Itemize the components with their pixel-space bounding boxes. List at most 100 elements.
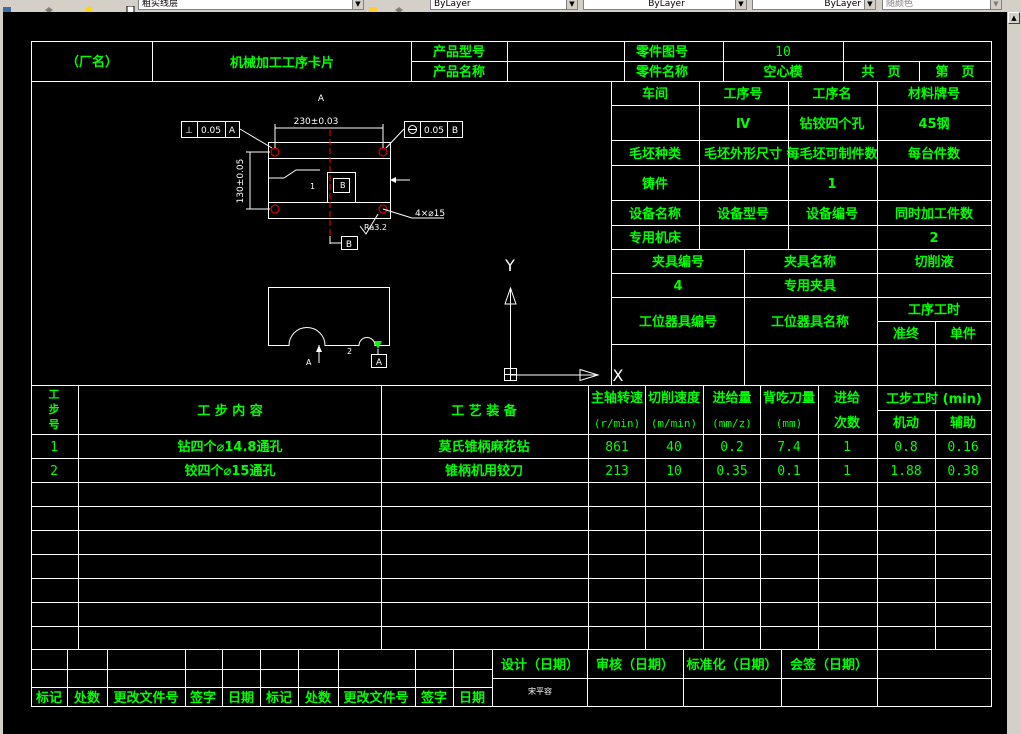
datum-a: A <box>376 358 383 368</box>
part-name: 空心模 <box>763 64 803 80</box>
linetype-dropdown[interactable]: ByLayer ▼ <box>583 0 747 10</box>
card-title: 机械加工工序卡片 <box>230 55 334 71</box>
part-drawing[interactable]: A B 1 230±0.03 130±0.05 ⊥ 0.05 A <box>181 94 463 368</box>
blank-type: 铸件 <box>642 176 668 192</box>
step-pass: 1 <box>843 440 851 455</box>
cut-unit: (m/min) <box>651 417 697 430</box>
cut-header: 切削速度 <box>648 390 701 406</box>
chevron-down-icon[interactable]: ▼ <box>566 0 577 9</box>
layer-dropdown[interactable]: 粗实线层 ▼ <box>138 0 364 10</box>
step-depth: 0.1 <box>777 464 800 479</box>
view-mark-top: A <box>318 94 325 104</box>
blank-size-label: 毛坯外形尺寸 <box>704 146 782 162</box>
ucs-x-label: X <box>613 366 624 385</box>
step-equipment: 锥柄机用铰刀 <box>445 463 523 479</box>
step-speed: 213 <box>605 464 628 479</box>
hole-marker <box>378 204 388 214</box>
layer-previous-icon[interactable] <box>394 0 404 12</box>
inner-label-b: B <box>340 181 346 190</box>
step-depth: 7.4 <box>777 440 801 455</box>
process-name-label: 工序名 <box>812 86 851 102</box>
position-frame <box>404 121 463 138</box>
machine-time-header: 机动 <box>893 415 919 431</box>
layer-color-icon <box>126 0 136 12</box>
chevron-down-icon[interactable]: ▼ <box>864 0 875 9</box>
material: 45钢 <box>918 116 949 132</box>
feed-unit: (mm/z) <box>712 417 752 430</box>
prep-time-label: 准终 <box>893 326 920 342</box>
process-time-label: 工序工时 <box>908 302 960 318</box>
equip-model-label: 设备型号 <box>717 206 769 222</box>
chevron-down-icon[interactable]: ▼ <box>735 0 746 9</box>
material-label: 材料牌号 <box>908 86 960 102</box>
lineweight-dropdown-value: ByLayer <box>824 0 861 9</box>
speed-header: 主轴转速 <box>591 390 643 406</box>
datum-b-box <box>341 236 358 250</box>
product-model-label: 产品型号 <box>433 44 485 60</box>
step-cut: 10 <box>666 464 682 479</box>
chevron-down-icon[interactable]: ▼ <box>990 0 1001 9</box>
step-aux: 0.38 <box>947 464 978 479</box>
part-name-label: 零件名称 <box>635 64 688 80</box>
window-left-edge <box>0 12 3 734</box>
layer-stack-icon[interactable] <box>44 0 54 12</box>
table-row: 2 铰四个⌀15通孔 锥柄机用铰刀 213 10 0.35 0.1 1 1.88… <box>50 463 979 479</box>
tool-name-label: 工位器具名称 <box>771 314 849 330</box>
step-cut: 40 <box>666 440 682 455</box>
step-no: 1 <box>50 440 58 455</box>
fixture-name: 专用夹具 <box>784 278 836 294</box>
make-current-icon[interactable] <box>368 0 378 12</box>
properties-toolbar: 粗实线层 ▼ ByLayer ▼ ByLayer ▼ ByLayer ▼ 随颜色… <box>0 0 1021 12</box>
equip-no-label: 设备编号 <box>806 206 858 222</box>
standard-label: 标准化（日期） <box>685 657 777 673</box>
footer-doc-2: 更改文件号 <box>343 690 408 706</box>
lineweight-dropdown[interactable]: ByLayer ▼ <box>752 0 876 10</box>
ucs-icon: Y X <box>504 256 624 385</box>
step-equipment: 莫氏锥柄麻花钻 <box>437 439 529 455</box>
content-header: 工 步 内 容 <box>197 403 263 419</box>
chevron-down-icon[interactable]: ▼ <box>352 0 363 9</box>
perpendicularity-frame <box>181 121 240 138</box>
part-drawing-no: 10 <box>775 45 791 60</box>
review-label: 审核（日期） <box>596 657 674 673</box>
countersign-label: 会签（日期） <box>790 657 868 673</box>
simul-count: 2 <box>929 231 938 246</box>
step-machine: 1.88 <box>890 464 921 479</box>
aux-time-header: 辅助 <box>950 415 976 431</box>
designer-name: 宋平容 <box>528 686 552 696</box>
hole-callout: 4×⌀15 <box>415 209 445 219</box>
fixture-name-label: 夹具名称 <box>784 254 836 270</box>
total-pages-label: 共 <box>861 64 874 80</box>
table-row: 1 钻四个⌀14.8通孔 莫氏锥柄麻花钻 861 40 0.2 7.4 1 0.… <box>50 439 979 455</box>
step-feed: 0.35 <box>716 464 747 479</box>
equipment-header: 工 艺 装 备 <box>451 403 518 419</box>
unit-time-label: 单件 <box>950 326 976 342</box>
workshop-label: 车间 <box>642 86 668 102</box>
depth-header: 背吃刀量 <box>763 390 815 406</box>
footer-doc-1: 更改文件号 <box>113 690 178 706</box>
layer-manager-icon[interactable] <box>2 0 12 12</box>
factory-name: （厂名） <box>66 54 118 70</box>
page-no-unit: 页 <box>961 65 974 80</box>
fixture-no-label: 夹具编号 <box>652 254 704 270</box>
product-name-label: 产品名称 <box>433 64 485 80</box>
pass-unit: 次数 <box>834 415 861 431</box>
color-dropdown[interactable]: ByLayer ▼ <box>430 0 578 10</box>
footer-mark-2: 标记 <box>265 690 292 706</box>
hole-marker <box>378 147 388 157</box>
scroll-up-icon[interactable]: ▲ <box>1008 12 1020 24</box>
perpendicular-icon: ⊥ <box>185 126 193 136</box>
plotstyle-dropdown[interactable]: 随颜色 ▼ <box>882 0 1002 10</box>
ucs-y-label: Y <box>504 256 515 275</box>
footer-date-2: 日期 <box>459 691 485 706</box>
lightbulb-icon[interactable] <box>84 0 94 12</box>
step-pass: 1 <box>843 464 851 479</box>
datum-a-box <box>371 354 387 368</box>
footer-date-1: 日期 <box>228 691 254 706</box>
step-label-1: 工 <box>49 388 60 401</box>
vertical-scrollbar[interactable]: ▲ <box>1007 12 1021 734</box>
process-no-label: 工序号 <box>723 86 762 102</box>
perp-datum: A <box>229 126 236 136</box>
step-content: 钻四个⌀14.8通孔 <box>178 439 283 455</box>
